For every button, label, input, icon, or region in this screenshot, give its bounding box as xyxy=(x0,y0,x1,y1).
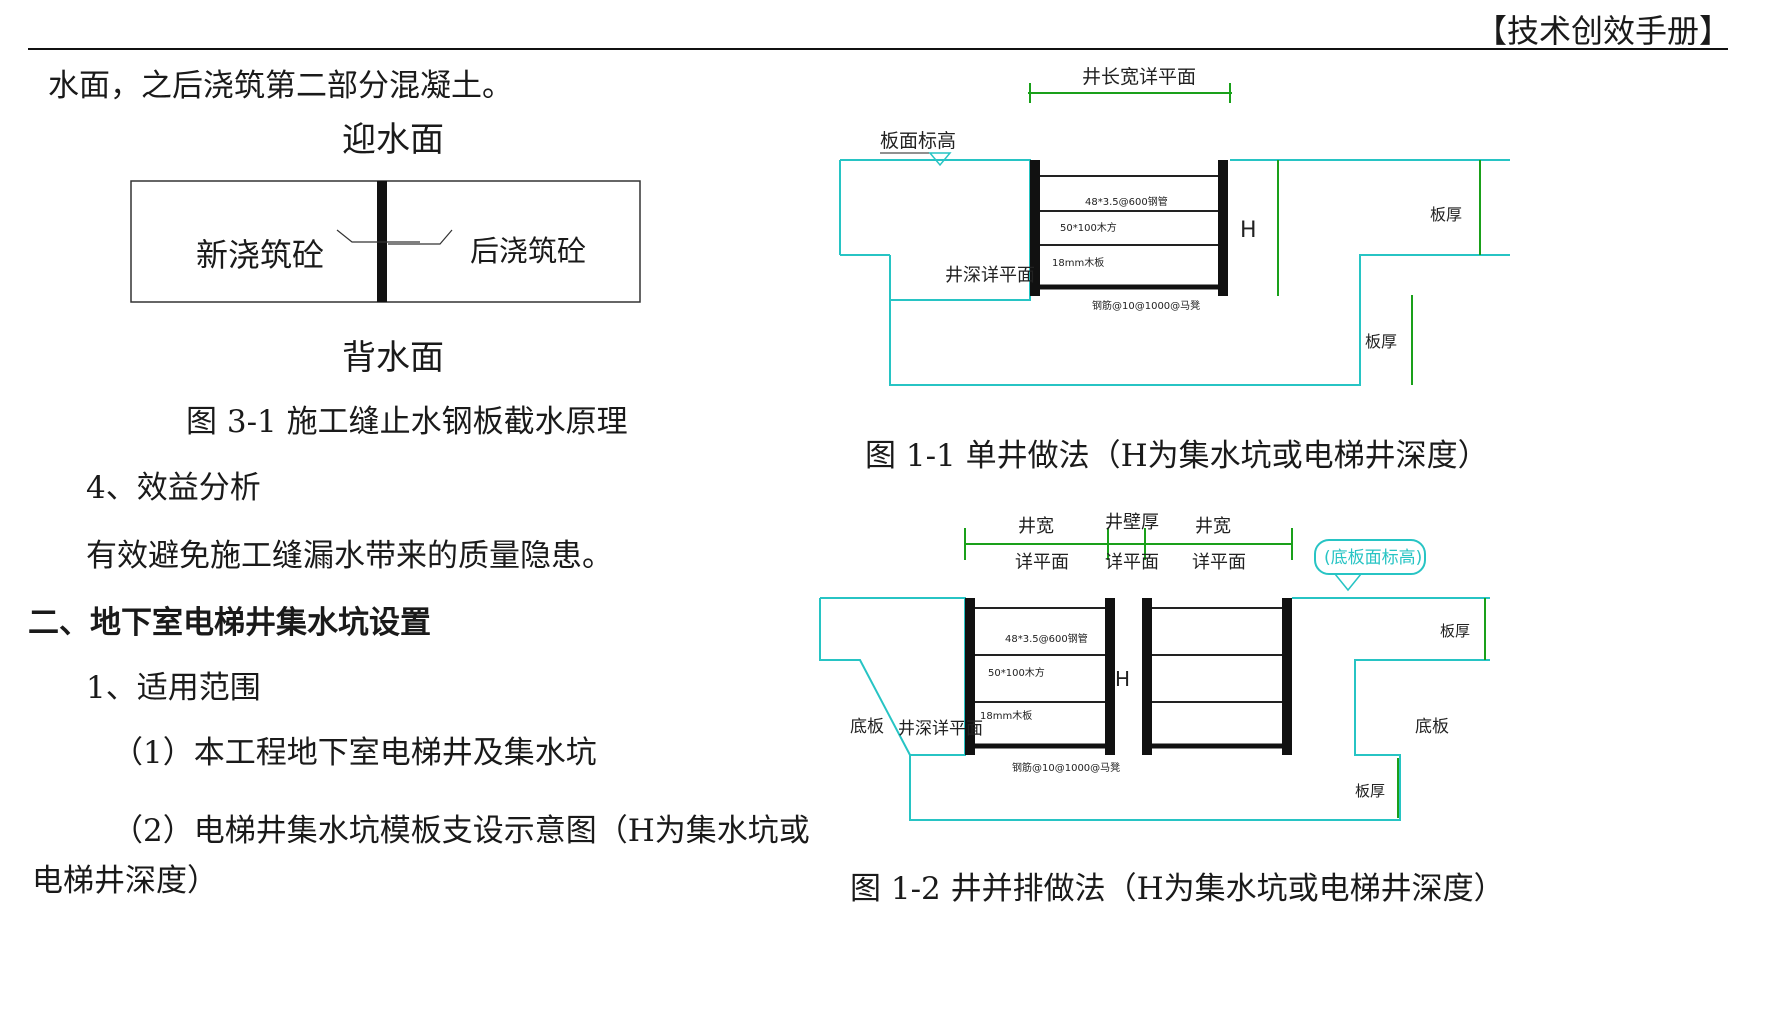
figure-1-1-caption: 图 1-1 单井做法（H为集水坑或电梯井深度） xyxy=(865,438,1489,474)
pipe-spec-label: 48*3.5@600钢管 xyxy=(1005,632,1088,645)
later-concrete-label: 后浇筑砼 xyxy=(470,234,587,268)
pit1-width-detail: 详平面 xyxy=(1015,552,1069,573)
slab-thickness-label-1: 板厚 xyxy=(1440,622,1470,640)
h-label: H xyxy=(1240,218,1257,243)
list-item-2-line1: （2）电梯井集水坑模板支设示意图（H为集水坑或 xyxy=(112,813,810,849)
bolt-spec-label: 钢筋@10@1000@马凳 xyxy=(1012,761,1120,774)
floor-level-label: (底板面标高) xyxy=(1324,548,1422,568)
section-heading-2: 二、地下室电梯井集水坑设置 xyxy=(28,605,431,641)
timber-spec-label: 50*100木方 xyxy=(988,666,1045,679)
header-rule xyxy=(28,48,1728,50)
pit2-width-detail: 详平面 xyxy=(1192,552,1246,573)
left-formwork-wall xyxy=(1030,160,1040,296)
board-spec-label: 18mm木板 xyxy=(1052,256,1104,269)
floor-slab-label-left: 底板 xyxy=(850,717,884,737)
pit2-left-wall xyxy=(1142,598,1152,755)
slab-level-label: 板面标高 xyxy=(880,130,956,152)
page-header-title: 【技术创效手册】 xyxy=(1474,12,1731,50)
figure-1-1-single-pit: 井长宽详平面 板面标高 48*3.5@600钢管 50*100木方 18mm木板… xyxy=(839,66,1510,386)
right-formwork-wall xyxy=(1218,160,1228,296)
pit2-right-wall xyxy=(1282,598,1292,755)
depth-detail-label: 井深详平面 xyxy=(898,719,983,739)
slab-thickness-label-2: 板厚 xyxy=(1365,332,1397,351)
pipe-spec-label: 48*3.5@600钢管 xyxy=(1085,195,1168,208)
timber-spec-label: 50*100木方 xyxy=(1060,221,1117,234)
figure-3-1-caption: 图 3-1 施工缝止水钢板截水原理 xyxy=(186,404,628,440)
top-width-label: 井长宽详平面 xyxy=(1082,66,1196,88)
new-concrete-label: 新浇筑砼 xyxy=(196,236,325,274)
list-item-2-line2: 电梯井深度） xyxy=(32,863,218,899)
section-4-text: 有效避免施工缝漏水带来的质量隐患。 xyxy=(86,538,613,574)
leader-line-right xyxy=(388,229,453,245)
wall-thickness-detail: 详平面 xyxy=(1105,552,1159,573)
subsection-1-title: 1、适用范围 xyxy=(86,670,261,706)
pit1-right-wall xyxy=(1105,598,1115,755)
slab-thickness-label-2: 板厚 xyxy=(1355,782,1385,800)
downstream-face-label: 背水面 xyxy=(342,338,444,378)
pit2-width-label: 井宽 xyxy=(1195,516,1231,537)
upstream-face-label: 迎水面 xyxy=(342,120,444,160)
list-item-1: （1）本工程地下室电梯井及集水坑 xyxy=(112,735,597,771)
section-4-title: 4、效益分析 xyxy=(86,470,261,506)
waterstop-diagram xyxy=(130,180,641,303)
board-spec-label: 18mm木板 xyxy=(980,709,1032,722)
floor-slab-label-right: 底板 xyxy=(1415,717,1449,737)
figure-1-2-double-pit: 井宽 详平面 井壁厚 详平面 井宽 详平面 (底板面标高) 48*3.5@600… xyxy=(819,512,1490,821)
concrete-outline xyxy=(820,597,1490,821)
concrete-outline xyxy=(840,159,1510,386)
slab-thickness-label-1: 板厚 xyxy=(1430,205,1462,224)
pit1-width-label: 井宽 xyxy=(1018,516,1054,537)
paragraph-continuation: 水面，之后浇筑第二部分混凝土。 xyxy=(48,68,513,104)
wall-thickness-label: 井壁厚 xyxy=(1105,512,1159,533)
leader-line-left xyxy=(336,229,420,243)
figure-1-2-caption: 图 1-2 井并排做法（H为集水坑或电梯井深度） xyxy=(850,871,1505,907)
h-label: H xyxy=(1115,667,1130,691)
bolt-spec-label: 钢筋@10@1000@马凳 xyxy=(1092,299,1200,312)
depth-detail-label: 井深详平面 xyxy=(945,265,1035,286)
pit1-left-wall xyxy=(965,598,975,755)
